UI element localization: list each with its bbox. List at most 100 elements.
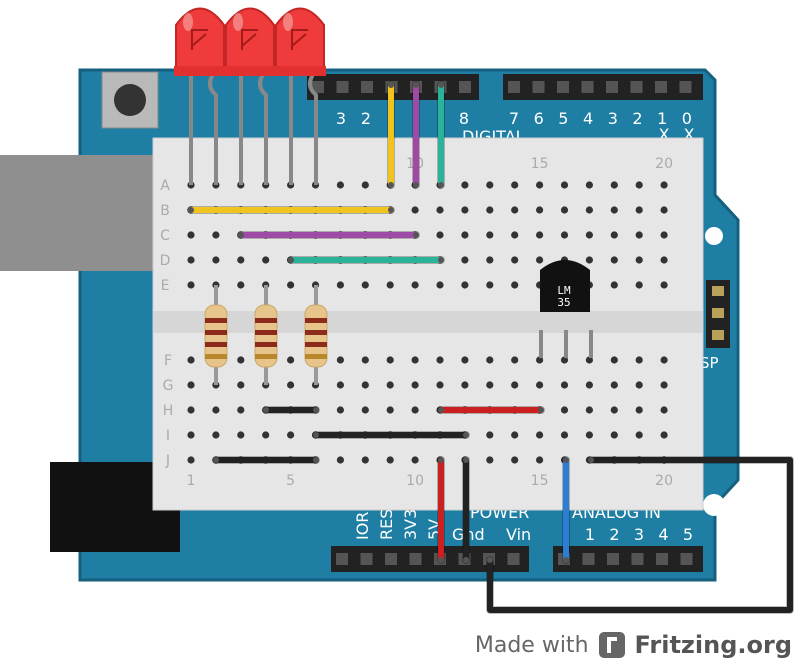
analog-pin-label: 3	[634, 525, 644, 544]
fritzing-footer: Made with Fritzing.org	[475, 625, 792, 665]
breadboard-hole	[461, 256, 469, 264]
header-pin	[360, 553, 373, 565]
breadboard-hole	[486, 206, 494, 214]
row-label: E	[161, 278, 170, 294]
breadboard-hole	[660, 431, 668, 439]
breadboard-hole	[287, 356, 295, 364]
tx-label: X	[659, 125, 670, 144]
breadboard-hole	[361, 356, 369, 364]
breadboard-hole	[187, 356, 195, 364]
breadboard-hole	[361, 281, 369, 289]
breadboard-hole	[585, 206, 594, 214]
breadboard-hole	[635, 356, 643, 364]
breadboard-hole	[237, 431, 245, 439]
digital-pin-label: 8	[459, 109, 469, 128]
breadboard-hole	[486, 456, 494, 464]
digital-pin-label: 0	[682, 109, 692, 128]
breadboard-hole	[511, 256, 519, 264]
analog-pin-label: 5	[683, 525, 693, 544]
breadboard-hole	[536, 456, 544, 464]
header-pin	[607, 553, 619, 565]
breadboard-hole	[411, 206, 419, 214]
header-pin	[532, 81, 545, 93]
breadboard-hole	[610, 406, 618, 414]
red-led	[274, 7, 326, 185]
breadboard-hole	[386, 356, 394, 364]
black-gnd-wire	[462, 456, 470, 564]
digital-pin-label: 3	[336, 109, 346, 128]
breadboard-hole	[511, 231, 519, 239]
lm35-sensor: LM 35	[539, 260, 593, 358]
analog-pin-label: 4	[658, 525, 668, 544]
analog-pin-label: 2	[609, 525, 619, 544]
header-pin	[508, 81, 520, 93]
breadboard-hole	[187, 281, 195, 289]
digital-pin-label: 6	[534, 109, 544, 128]
breadboard-hole	[361, 381, 369, 389]
breadboard-hole	[511, 356, 519, 364]
breadboard-hole	[336, 281, 344, 289]
resistor	[254, 285, 278, 385]
breadboard-hole	[660, 256, 668, 264]
breadboard-hole	[610, 281, 618, 289]
breadboard-hole	[610, 256, 618, 264]
header-pin	[557, 81, 569, 93]
column-number: 15	[531, 156, 549, 172]
breadboard-hole	[560, 181, 569, 189]
analog-header	[553, 546, 703, 572]
header-pin	[656, 553, 668, 565]
breadboard-hole	[461, 381, 469, 389]
breadboard-hole	[212, 431, 220, 439]
breadboard-hole	[336, 381, 344, 389]
digital-pin-label: 3	[608, 109, 618, 128]
breadboard-hole	[486, 181, 494, 189]
red-led	[224, 7, 276, 185]
resistors	[204, 285, 328, 385]
breadboard-hole	[212, 256, 220, 264]
breadboard-hole	[187, 381, 195, 389]
breadboard-hole	[610, 206, 618, 214]
breadboard-hole	[585, 431, 594, 439]
breadboard-hole	[610, 181, 618, 189]
analog-pin-label: 1	[585, 525, 595, 544]
column-number: 1	[187, 473, 196, 489]
fritzing-logo-icon	[598, 632, 625, 658]
breadboard-hole	[660, 381, 668, 389]
header-pin	[385, 553, 397, 565]
breadboard-hole	[660, 181, 668, 189]
wires	[187, 81, 794, 614]
row-label: F	[164, 353, 172, 369]
sensor-label-line1: LM	[557, 284, 571, 297]
breadboard-hole	[585, 231, 594, 239]
digital-pin-label: 5	[558, 109, 568, 128]
row-label: D	[160, 253, 171, 269]
breadboard-hole	[461, 206, 469, 214]
column-number: 20	[655, 473, 673, 489]
breadboard-hole	[237, 281, 245, 289]
yellow-jumper-wire	[187, 206, 395, 214]
rx-label: X	[684, 125, 695, 144]
breadboard-hole	[610, 356, 618, 364]
breadboard-hole	[187, 256, 195, 264]
breadboard-hole	[486, 356, 494, 364]
row-label: J	[165, 453, 170, 469]
breadboard-hole	[536, 206, 544, 214]
breadboard-hole	[287, 431, 295, 439]
header-pin	[581, 81, 594, 93]
fritzing-brand: Fritzing.org	[634, 631, 792, 659]
power-pin-label: Vin	[506, 525, 531, 544]
breadboard-hole	[660, 406, 668, 414]
yellow-signal-wire	[387, 81, 395, 189]
leds	[174, 7, 326, 185]
row-label: A	[160, 178, 170, 194]
reset-button[interactable]	[101, 71, 159, 129]
breadboard-hole	[610, 381, 618, 389]
header-pin	[630, 81, 643, 93]
breadboard-hole	[585, 356, 594, 364]
breadboard-hole	[336, 181, 344, 189]
breadboard-hole	[486, 231, 494, 239]
breadboard-hole	[660, 231, 668, 239]
digital-pin-label: 2	[361, 109, 371, 128]
breadboard-hole	[635, 431, 643, 439]
breadboard-hole	[411, 456, 419, 464]
